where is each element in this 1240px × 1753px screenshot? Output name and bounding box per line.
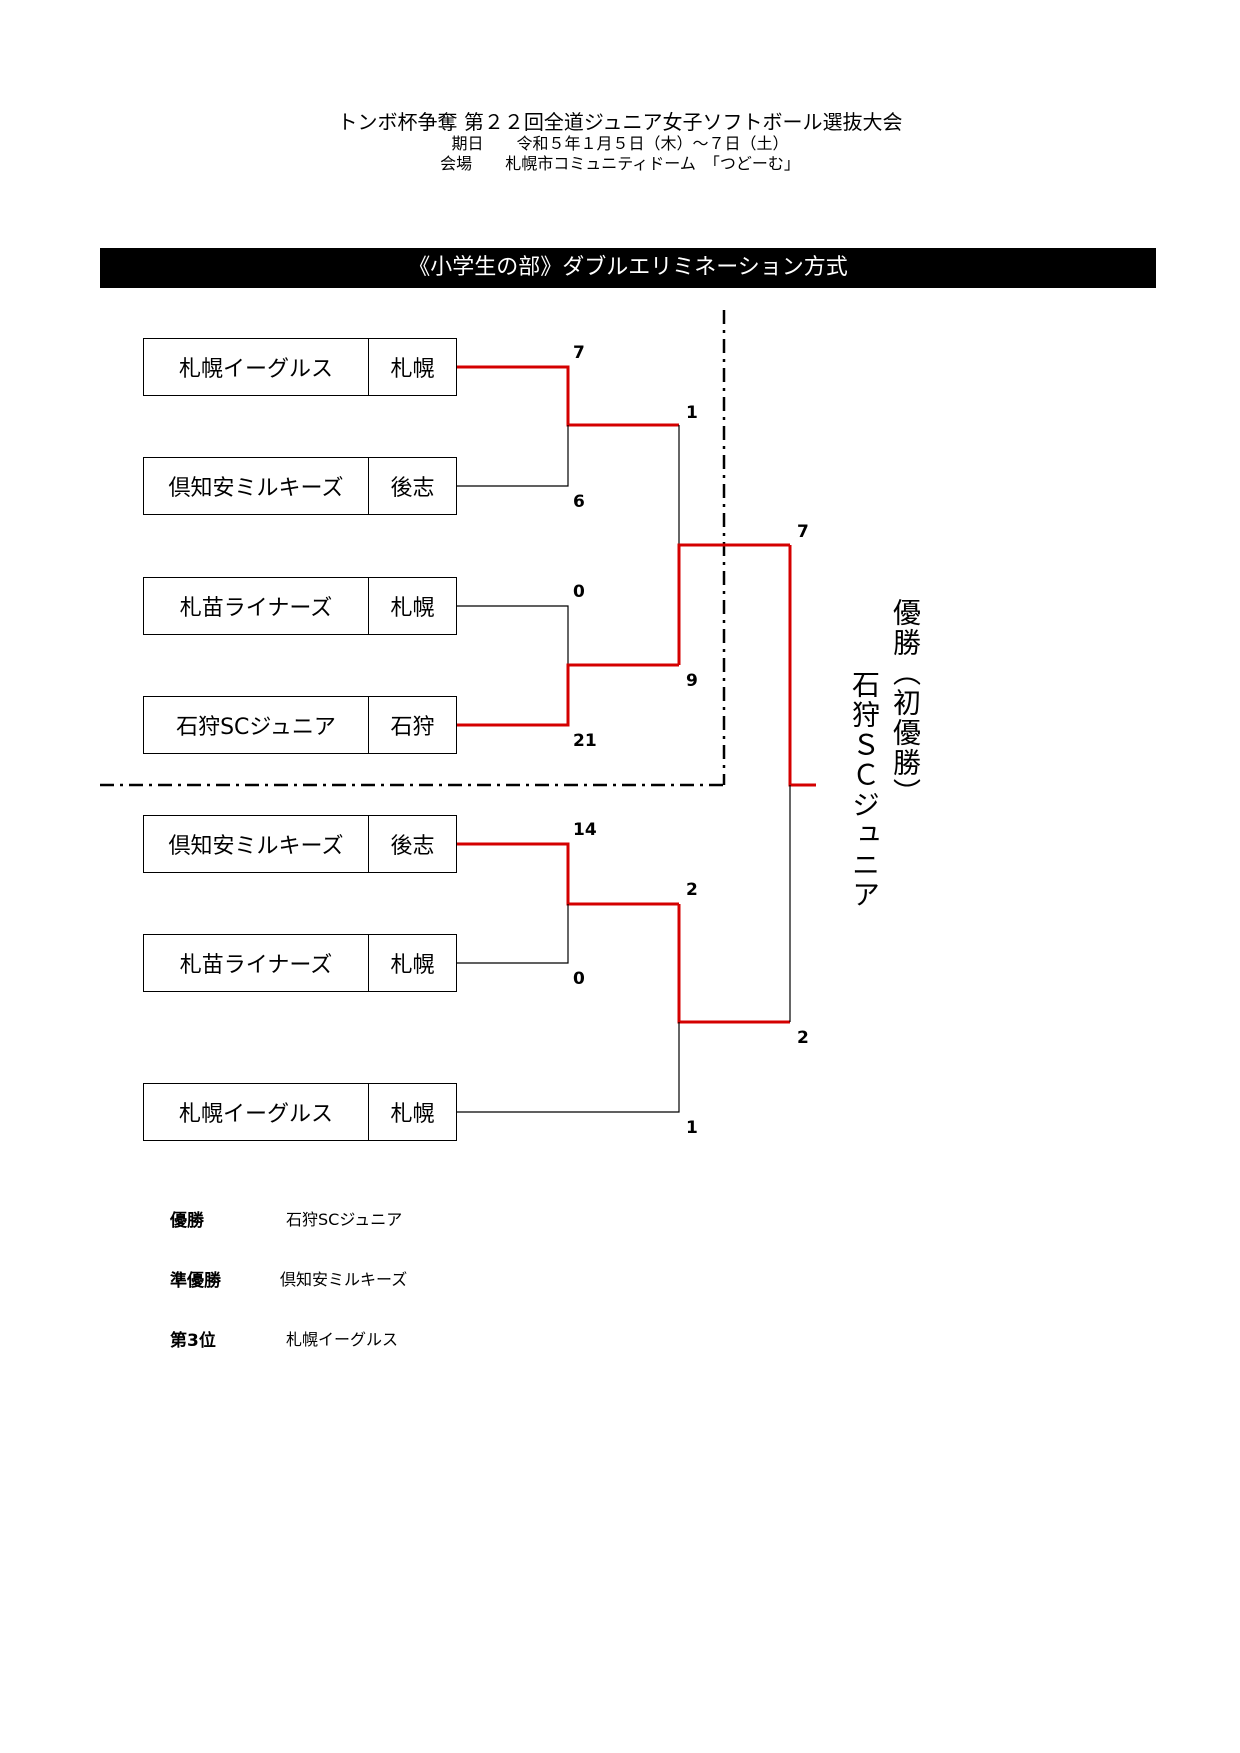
result-label: 優勝	[170, 1211, 204, 1231]
tournament-title: トンボ杯争奪 第２２回全道ジュニア女子ソフトボール選抜大会	[337, 110, 903, 134]
result-team: 札幌イーグルス	[286, 1330, 399, 1349]
line-team5	[457, 842, 679, 906]
line-lower-semi	[677, 904, 790, 1024]
team-region: 石狩	[390, 715, 435, 740]
team-name: 札苗ライナーズ	[144, 935, 369, 991]
score: 9	[686, 671, 698, 691]
venue-value: 札幌市コミュニティドーム 「つどーむ」	[505, 154, 800, 173]
score: 14	[573, 820, 597, 840]
line-team2	[457, 425, 569, 487]
division-banner: 《小学生の部》ダブルエリミネーション方式	[100, 248, 1156, 288]
score: 0	[573, 969, 585, 989]
team-box: 札幌イーグルス 札幌	[143, 338, 457, 396]
result-team: 石狩SCジュニア	[286, 1210, 403, 1229]
score: 1	[686, 403, 698, 423]
score: 6	[573, 492, 585, 512]
score: 0	[573, 582, 585, 602]
line-final-upper	[788, 545, 816, 787]
champion-label-vertical: 優勝（初優勝）	[889, 598, 922, 808]
score: 7	[573, 343, 585, 363]
score: 7	[797, 522, 809, 542]
team-region: 後志	[390, 834, 435, 859]
line-team3	[457, 605, 569, 665]
team-box: 石狩SCジュニア 石狩	[143, 696, 457, 754]
date-value: 令和５年１月５日（木）～７日（土）	[516, 134, 789, 153]
line-team1	[457, 365, 679, 427]
result-label: 第3位	[170, 1331, 216, 1351]
team-name: 札幌イーグルス	[144, 1084, 369, 1140]
line-team6	[457, 904, 569, 964]
team-box: 倶知安ミルキーズ 後志	[143, 815, 457, 873]
score: 2	[686, 880, 698, 900]
line-team4	[457, 663, 679, 727]
line-semi2	[677, 543, 790, 665]
team-name: 石狩SCジュニア	[144, 697, 369, 753]
team-box: 倶知安ミルキーズ 後志	[143, 457, 457, 515]
line-team7	[457, 1022, 680, 1113]
team-region: 札幌	[390, 596, 435, 621]
team-region: 札幌	[390, 953, 435, 978]
team-name: 札苗ライナーズ	[144, 578, 369, 634]
score: 1	[686, 1118, 698, 1138]
team-box: 札幌イーグルス 札幌	[143, 1083, 457, 1141]
score: 2	[797, 1028, 809, 1048]
team-name: 倶知安ミルキーズ	[144, 816, 369, 872]
team-region: 札幌	[390, 1102, 435, 1127]
result-label: 準優勝	[170, 1271, 221, 1291]
champion-team-vertical: 石狩ＳＣジュニア	[848, 670, 881, 910]
result-team: 倶知安ミルキーズ	[280, 1270, 408, 1289]
venue-row: 会場 札幌市コミュニティドーム 「つどーむ」	[0, 150, 1240, 174]
team-region: 後志	[390, 476, 435, 501]
venue-label: 会場	[440, 154, 473, 173]
date-row: 期日 令和５年１月５日（木）～７日（土）	[0, 130, 1240, 154]
team-region: 札幌	[390, 357, 435, 382]
date-label: 期日	[451, 134, 484, 153]
team-box: 札苗ライナーズ 札幌	[143, 934, 457, 992]
team-name: 倶知安ミルキーズ	[144, 458, 369, 514]
team-name: 札幌イーグルス	[144, 339, 369, 395]
team-box: 札苗ライナーズ 札幌	[143, 577, 457, 635]
score: 21	[573, 731, 597, 751]
